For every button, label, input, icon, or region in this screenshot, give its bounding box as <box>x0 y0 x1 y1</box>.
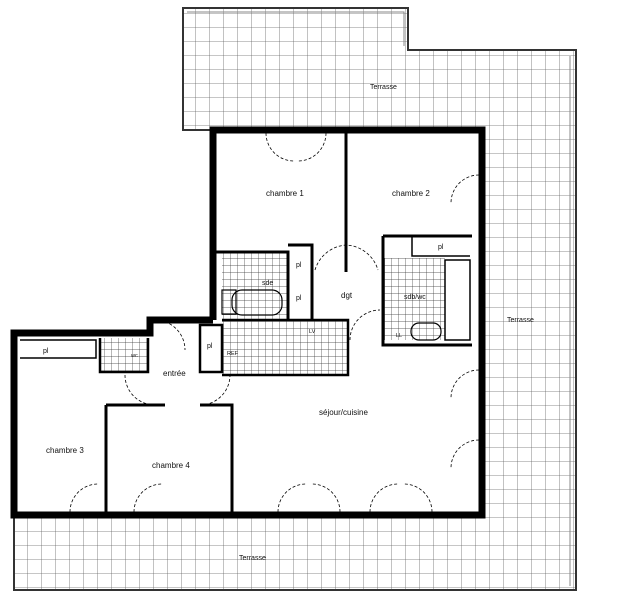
washing-machine-label-ll: LL <box>396 333 402 339</box>
terrace-labels: Terrasse Terrasse Terrasse <box>239 84 534 562</box>
doors <box>69 132 480 513</box>
room-sdb-wc: sdb/wc <box>404 294 426 301</box>
tiled-floors <box>100 252 445 375</box>
walls <box>10 126 486 519</box>
room-chambre-4: chambre 4 <box>152 461 190 470</box>
room-chambre-3: chambre 3 <box>46 446 84 455</box>
terrace-label-bottom: Terrasse <box>239 555 266 562</box>
closet-label: pl <box>43 348 49 355</box>
room-labels: chambre 1 chambre 2 chambre 3 chambre 4 … <box>46 189 430 470</box>
room-wc: wc <box>130 353 138 359</box>
room-entree: entrée <box>163 369 186 378</box>
room-chambre-1: chambre 1 <box>266 189 304 198</box>
terrace-label-right: Terrasse <box>507 317 534 324</box>
closet-label: pl <box>207 343 213 350</box>
terrace-label-top: Terrasse <box>370 84 397 91</box>
fridge-label: REF <box>227 351 239 357</box>
washing-machine-label: LV <box>309 329 316 335</box>
room-sde: sde <box>262 280 273 287</box>
terrace-top <box>13 7 577 591</box>
closet-label: pl <box>438 244 444 251</box>
room-chambre-2: chambre 2 <box>392 189 430 198</box>
fixture-labels: pl pl pl pl pl LV LL REF <box>43 244 444 357</box>
closet-label: pl <box>296 262 302 269</box>
room-dgt: dgt <box>341 291 353 300</box>
closet-label: pl <box>296 295 302 302</box>
room-sejour-cuisine: séjour/cuisine <box>319 408 368 417</box>
